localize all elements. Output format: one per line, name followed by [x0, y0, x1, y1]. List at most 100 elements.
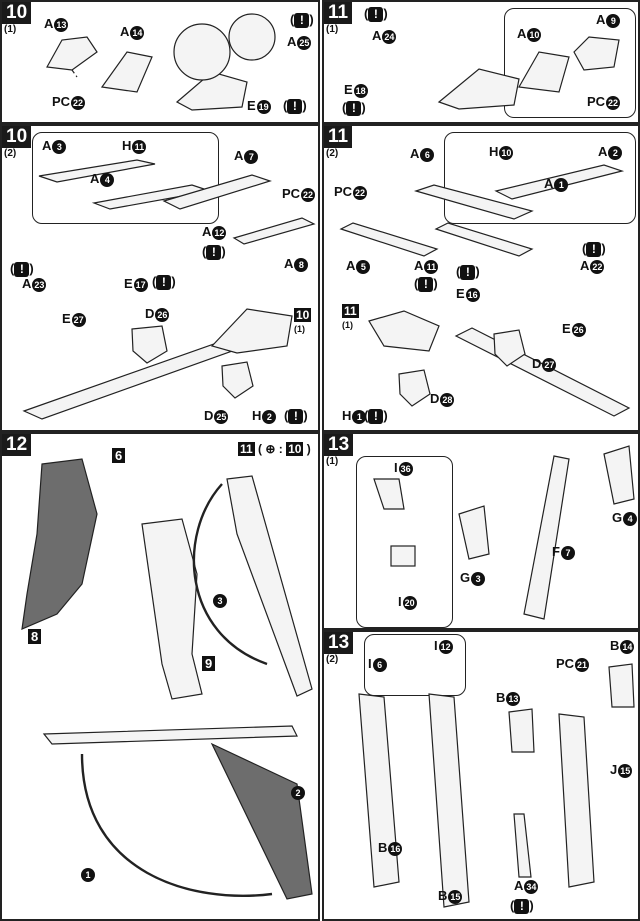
- blade-part-a6: [413, 184, 534, 220]
- step-number: 12: [2, 434, 32, 456]
- warning-mark: (!): [510, 898, 534, 914]
- blade-assembly: [454, 327, 631, 417]
- arm-part-d28: [398, 369, 431, 407]
- blade-part-a3: [38, 159, 156, 183]
- arm-part-b13: [508, 708, 535, 753]
- label-6: 6: [112, 448, 126, 463]
- substep-number: (1): [326, 456, 339, 467]
- shield-part-f7: [523, 455, 570, 620]
- substep-number: (1): [326, 24, 339, 35]
- arm-part-d27: [493, 329, 526, 367]
- blade-weapon-open: [42, 725, 313, 900]
- arm-part-a9: [573, 36, 620, 71]
- step-reference: 10: [294, 308, 312, 322]
- torso-assembly: [21, 458, 98, 630]
- warning-mark: (!): [364, 6, 388, 22]
- arm-part-cover: [368, 310, 440, 352]
- arm-part-e18: [437, 68, 520, 110]
- warning-mark: (!): [414, 276, 438, 292]
- warning-mark: (!): [283, 98, 307, 114]
- grip-part-g3: [458, 505, 490, 560]
- rotate-arrow: [192, 483, 268, 666]
- warning-mark: (!): [582, 241, 606, 257]
- step-number: 13: [324, 632, 354, 654]
- step-number: 10: [2, 2, 32, 24]
- blade-part-a8: [232, 217, 316, 245]
- grip-part-g4: [603, 445, 635, 505]
- blade-part-a7: [162, 174, 272, 210]
- blade-part-right: [558, 713, 595, 888]
- blade-part-a5: [339, 222, 439, 257]
- step-marker-2: 2: [290, 784, 305, 800]
- substep-number: (2): [326, 148, 339, 159]
- warning-mark: (!): [10, 261, 34, 277]
- label-9: 9: [202, 656, 216, 671]
- arm-part-a10: [518, 51, 570, 93]
- blade-part-b16: [358, 693, 400, 888]
- thin-part-a34: [513, 813, 532, 878]
- warning-mark: (!): [202, 244, 226, 260]
- warning-mark: (!): [284, 408, 308, 424]
- blade-part-b15: [428, 693, 470, 908]
- warning-mark: (!): [152, 274, 176, 290]
- step-reference-sub: (1): [342, 320, 353, 330]
- warning-mark: (!): [342, 100, 366, 116]
- blade-part-a11: [434, 222, 534, 257]
- substep-number: (2): [326, 654, 339, 665]
- detail-circle-2: [228, 13, 276, 61]
- step-12-panel: 12 6 8 9 11 ( ⊕ : 10 ) 3 2 1: [0, 432, 320, 921]
- joint-part-i20: [390, 545, 416, 567]
- step-reference: 11: [342, 304, 359, 318]
- warning-mark: (!): [290, 12, 314, 28]
- blade-weapon: [226, 475, 313, 697]
- leg-assembly: [141, 518, 203, 700]
- step-number: 10: [2, 126, 32, 148]
- substep-number: (1): [4, 24, 17, 35]
- detail-circle-1: [173, 23, 231, 81]
- arm-part-a13: [46, 36, 98, 78]
